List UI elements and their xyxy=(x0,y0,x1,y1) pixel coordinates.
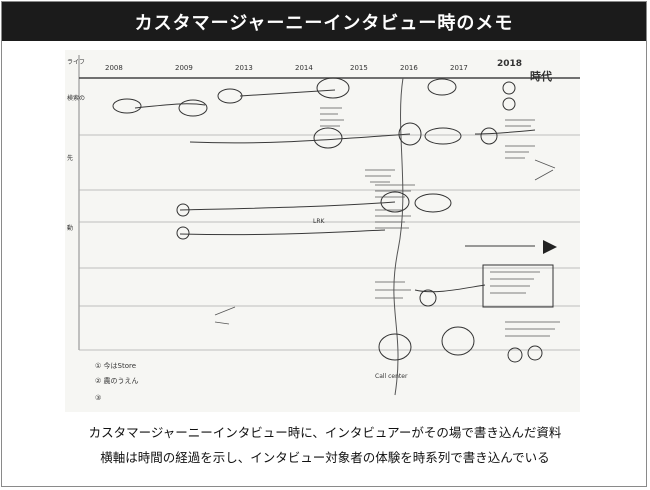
caption-line-2: 横軸は時間の経過を示し、インタビュー対象者の体験を時系列で書き込んでいる xyxy=(100,450,550,465)
year-mark: 2018 xyxy=(497,59,522,69)
year-mark: 2013 xyxy=(235,64,253,72)
mid-note: LRK xyxy=(313,218,326,225)
paper xyxy=(65,50,580,412)
sidebar-note: 検索の xyxy=(67,94,85,102)
year-mark: 2017 xyxy=(450,64,468,72)
bottom-note: ② 農のうえん xyxy=(95,376,139,385)
handwritten-memo-photo: 2008 2009 2013 2014 2015 2016 2017 2018 … xyxy=(65,50,580,412)
handwriting-labels: 2008 2009 2013 2014 2015 2016 2017 2018 … xyxy=(67,59,552,402)
circled-notes xyxy=(112,77,543,363)
bottom-note: ① 今はStore xyxy=(95,361,136,370)
memo-sketch: 2008 2009 2013 2014 2015 2016 2017 2018 … xyxy=(65,50,580,412)
year-mark: 2015 xyxy=(350,64,368,72)
year-mark: 2014 xyxy=(295,64,313,72)
bottom-center-note: Call center xyxy=(375,373,408,380)
divider-stroke xyxy=(393,77,404,396)
year-mark: 2016 xyxy=(400,64,418,72)
sidebar-note: 先 xyxy=(67,154,73,162)
scribbles xyxy=(214,107,560,337)
sidebar-note: 動 xyxy=(67,224,73,232)
caption: カスタマージャーニーインタビュー時に、インタビュアーがその場で書き込んだ資料 横… xyxy=(0,420,650,470)
era-note: 時代 xyxy=(530,69,552,83)
boxed-note xyxy=(482,264,554,308)
sidebar-note: ライフ xyxy=(67,59,85,66)
bottom-note: ③ xyxy=(95,394,101,402)
year-mark: 2008 xyxy=(105,64,123,72)
title-bar: カスタマージャーニーインタビュー時のメモ xyxy=(2,2,646,41)
year-mark: 2009 xyxy=(175,64,193,72)
journey-strokes xyxy=(134,89,536,293)
page-title: カスタマージャーニーインタビュー時のメモ xyxy=(134,12,514,34)
arrowhead xyxy=(543,240,557,254)
caption-line-1: カスタマージャーニーインタビュー時に、インタビュアーがその場で書き込んだ資料 xyxy=(88,425,562,440)
